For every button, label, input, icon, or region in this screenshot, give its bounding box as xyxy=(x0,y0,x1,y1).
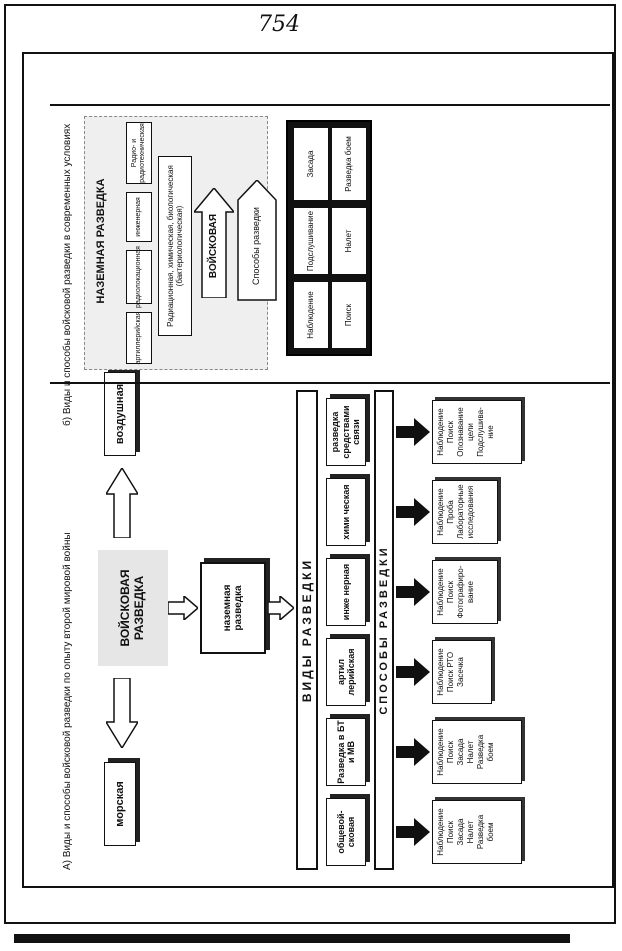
methods-title: Способы разведки xyxy=(250,207,261,285)
kind-engineering: инже нерная xyxy=(326,558,366,626)
arrow-to-kinds xyxy=(268,596,294,620)
method-raid: Налет xyxy=(332,208,366,274)
method-item: Проба xyxy=(446,500,455,524)
method-item: боем xyxy=(486,742,495,762)
troop-label: ВОЙСКОВАЯ xyxy=(208,213,220,279)
method-item: Поиск xyxy=(446,420,455,444)
method-observation: Наблюдение xyxy=(294,282,328,348)
arrow-to-ground xyxy=(168,596,198,620)
method-recon-by-fire: Разведка боем xyxy=(332,128,366,200)
page-frame xyxy=(4,4,616,924)
method-item: Фотографиро- xyxy=(456,565,465,619)
arrow-to-air xyxy=(106,468,138,538)
method-item: цели xyxy=(466,423,475,441)
methods-arrow xyxy=(237,180,277,301)
method-item: исследования xyxy=(466,485,475,539)
methods-combined-arms: Наблюдение Поиск Засада Налет Разведка б… xyxy=(432,800,522,864)
method-item: Налет xyxy=(466,740,475,764)
method-item: Опознавание xyxy=(456,407,465,457)
kinds-header: ВИДЫ РАЗВЕДКИ xyxy=(296,390,318,870)
rcb-box: Радиационная, химическая, биологическая … xyxy=(158,156,192,336)
method-item: Поиск xyxy=(446,820,455,844)
method-item: вание xyxy=(466,581,475,603)
arrow-to-sea xyxy=(106,678,138,748)
type-engineering: инженерная xyxy=(126,192,152,242)
method-item: боем xyxy=(486,822,495,842)
method-item: Поиск xyxy=(446,740,455,764)
type-artillery: артиллерийская xyxy=(126,312,152,364)
methods-artillery: Наблюдение Поиск РТО Засечка xyxy=(432,640,492,704)
methods-comms: Наблюдение Поиск Опознавание цели Подслу… xyxy=(432,400,522,464)
methods-grid: Наблюдение Подслушивание Поиск Налет Зас… xyxy=(286,120,372,356)
method-item: Разведка xyxy=(476,734,485,770)
troop-arrow xyxy=(194,188,234,298)
method-item: Наблюдение xyxy=(436,808,445,856)
methods-engineering: Наблюдение Поиск Фотографиро- вание xyxy=(432,560,498,624)
ground-recon-title: НАЗЕМНАЯ РАЗВЕДКА xyxy=(94,178,107,304)
method-item: Наблюдение xyxy=(436,488,445,536)
type-radar: радиолокационная xyxy=(126,246,152,308)
method-ambush: Засада xyxy=(294,128,328,200)
kind-comms: разведка средствами связи xyxy=(326,398,366,466)
caption-a: А) Виды и способы войсковой разведки по … xyxy=(62,532,73,870)
method-item: Засечка xyxy=(456,657,465,687)
method-item: Поиск xyxy=(446,580,455,604)
method-arrows xyxy=(396,418,430,846)
method-item: Поиск РТО xyxy=(446,651,455,693)
method-item: Разведка xyxy=(476,814,485,850)
methods-header: СПОСОБЫ РАЗВЕДКИ xyxy=(374,390,394,870)
bottom-rule xyxy=(14,934,570,943)
kind-chemical: хими ческая xyxy=(326,478,366,546)
methods-chemical: Наблюдение Проба Лабораторные исследован… xyxy=(432,480,498,544)
method-item: Наблюдение xyxy=(436,728,445,776)
caption-b: б) Виды и способы войсковой разведки в с… xyxy=(62,123,73,426)
kind-artillery: артил лерийская xyxy=(326,638,366,706)
method-item: Подслушива- xyxy=(476,407,485,457)
air-recon-box: воздушная xyxy=(104,372,136,456)
method-item: Налет xyxy=(466,820,475,844)
page-number: 754 xyxy=(258,12,300,37)
method-item: ние xyxy=(486,425,495,439)
method-item: Наблюдение xyxy=(436,408,445,456)
method-item: Засада xyxy=(456,738,465,766)
type-radio: Радио- и радиотехническая xyxy=(126,122,152,184)
figure-frame xyxy=(22,52,614,888)
divider-right xyxy=(50,104,610,106)
sea-recon-box: морская xyxy=(104,762,136,846)
divider xyxy=(50,382,610,384)
diagram-canvas: А) Виды и способы войсковой разведки по … xyxy=(50,96,610,876)
methods-armor: Наблюдение Поиск Засада Налет Разведка б… xyxy=(432,720,522,784)
method-item: Наблюдение xyxy=(436,568,445,616)
method-item: Наблюдение xyxy=(436,648,445,696)
method-search: Поиск xyxy=(332,282,366,348)
kind-combined-arms: общевой-сковая xyxy=(326,798,366,866)
method-item: Лабораторные xyxy=(456,484,465,539)
method-item: Засада xyxy=(456,818,465,846)
method-listening: Подслушивание xyxy=(294,208,328,274)
kind-armor: Разведка в БТ и МВ xyxy=(326,718,366,786)
ground-recon-box: наземная разведка xyxy=(200,562,266,654)
troop-recon-title: ВОЙСКОВАЯ РАЗВЕДКА xyxy=(118,569,146,647)
